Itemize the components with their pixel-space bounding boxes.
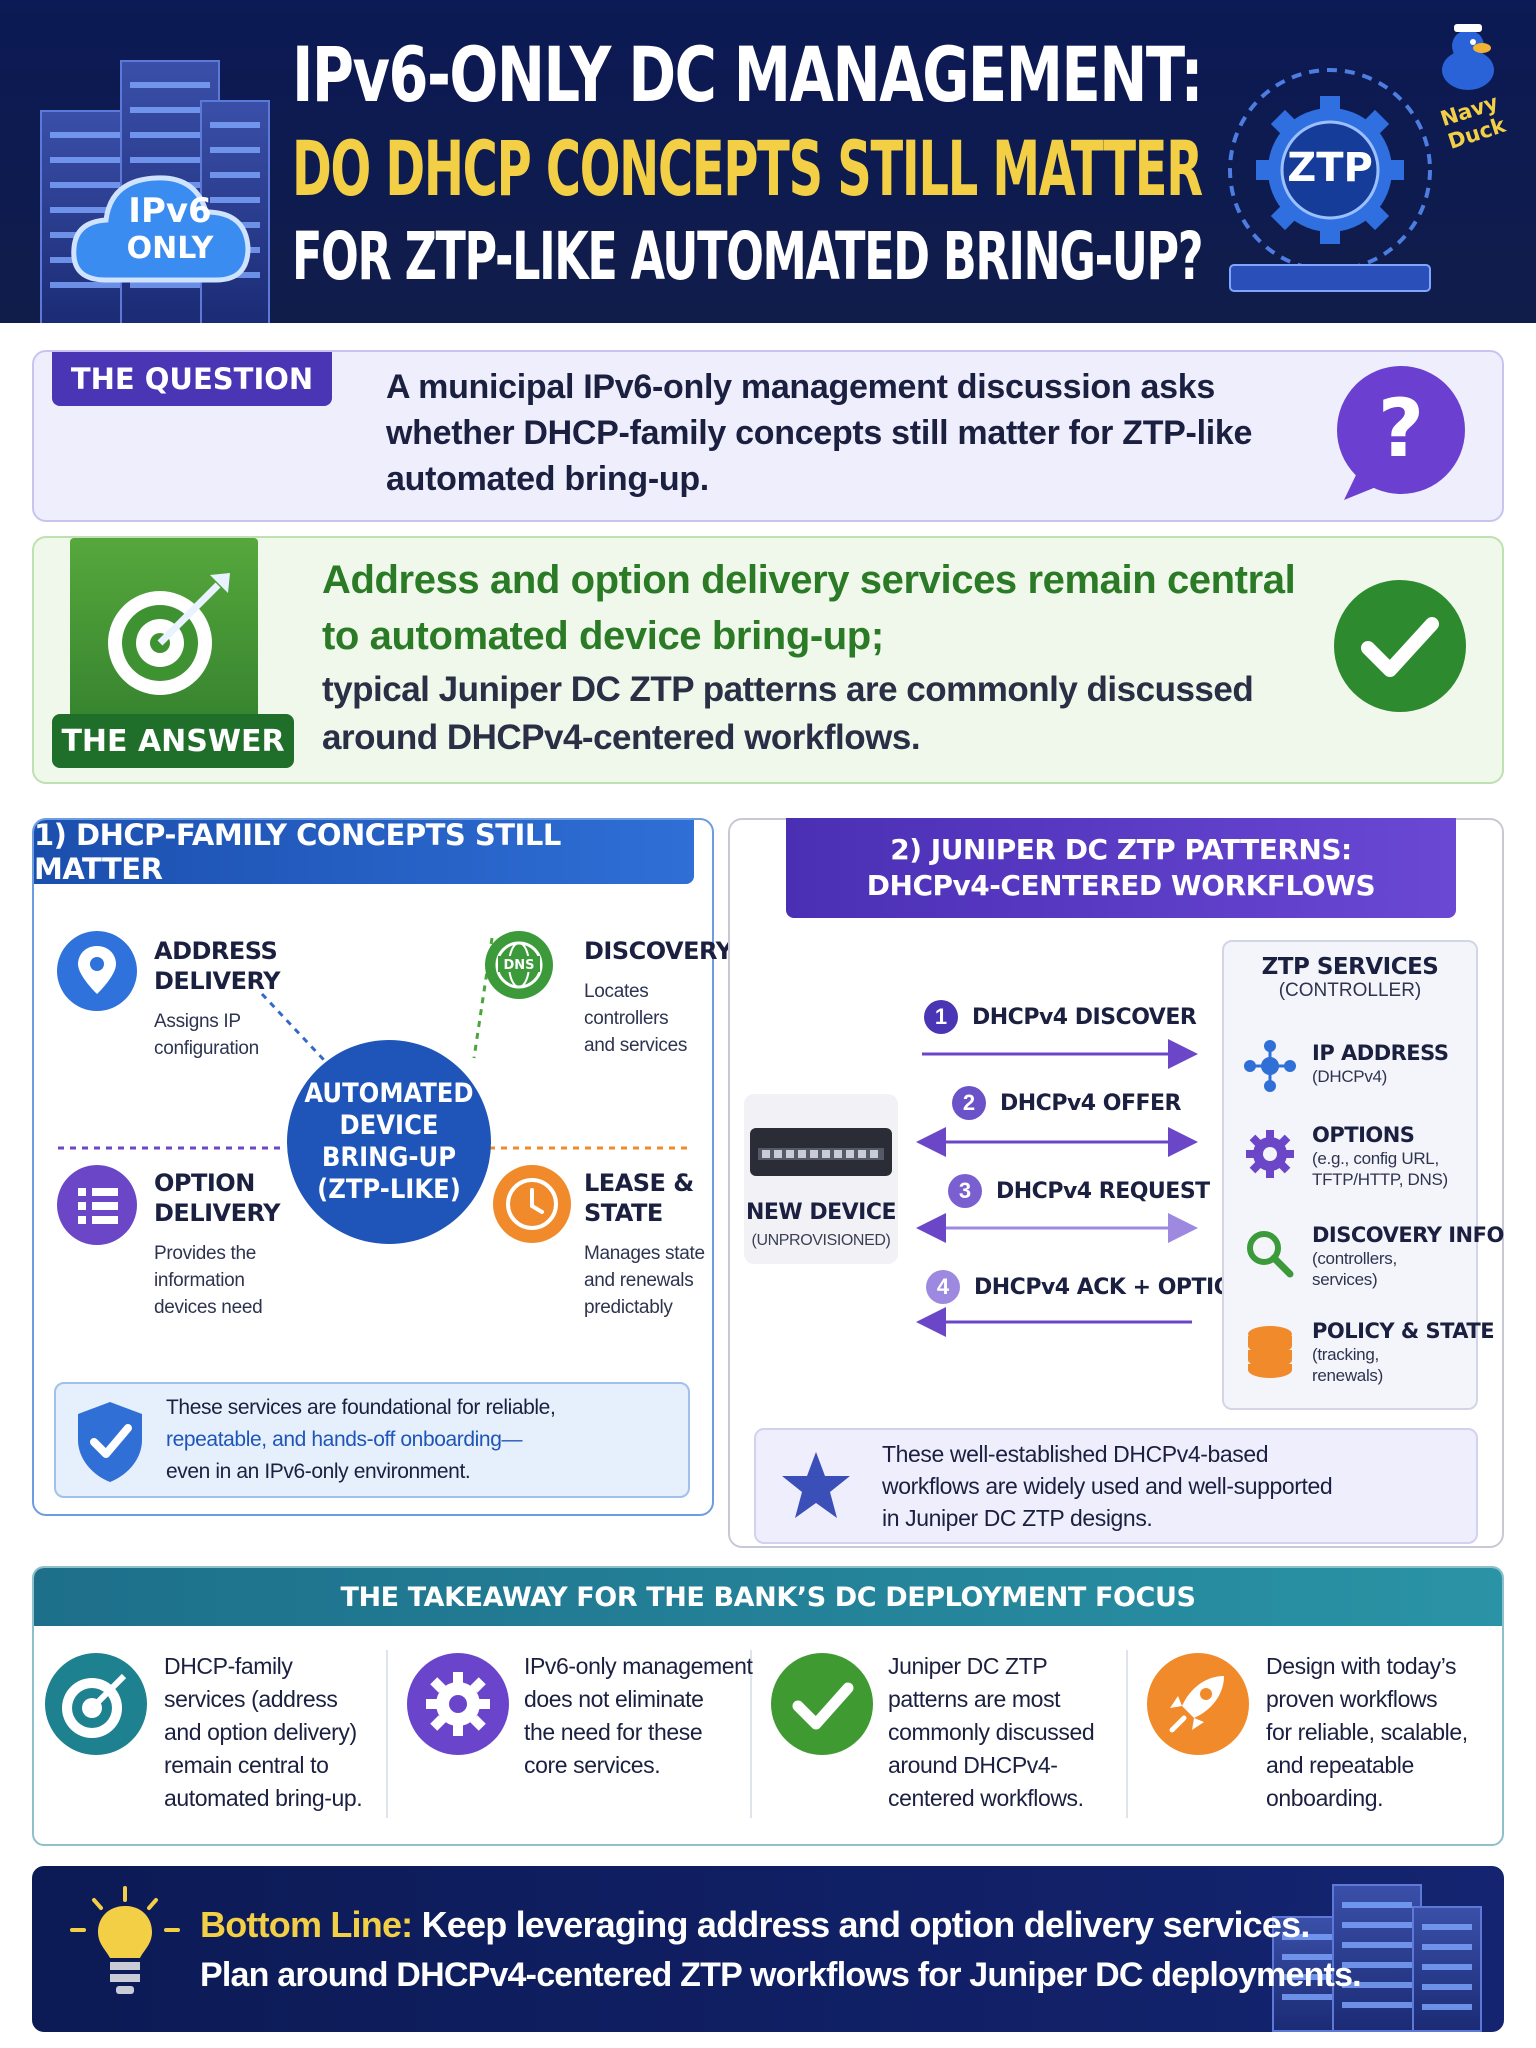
answer-primary: Address and option delivery services rem… xyxy=(322,558,1296,658)
service-options: OPTIONS (e.g., config URL, TFTP/HTTP, DN… xyxy=(1312,1123,1448,1189)
dns-globe-icon: DNS xyxy=(485,931,553,999)
question-bubble-icon: ? xyxy=(1337,366,1465,500)
divider xyxy=(750,1650,752,1818)
service-ip-address: IP ADDRESS (DHCPv4) xyxy=(1312,1041,1449,1086)
title-line-3: FOR ZTP-LIKE AUTOMATED BRING-UP? xyxy=(292,218,1204,295)
title-line-2: DO DHCP CONCEPTS STILL MATTER xyxy=(292,124,1203,213)
switch-device-icon xyxy=(750,1128,892,1176)
dhcp-flow-arrows xyxy=(916,1039,1198,1337)
question-tag: THE QUESTION xyxy=(52,352,332,406)
section1-connectors xyxy=(58,937,689,1150)
question-text: A municipal IPv6-only management discuss… xyxy=(386,368,1253,498)
divider xyxy=(386,1650,388,1818)
gear-icon xyxy=(1246,1130,1294,1178)
bottom-line-banner xyxy=(32,1866,1504,2032)
step-1: 1 DHCPv4 DISCOVER xyxy=(924,1000,1197,1034)
gear-icon xyxy=(407,1653,509,1755)
shield-check-icon xyxy=(78,1402,142,1482)
service-discovery-info: DISCOVERY INFO (controllers, services) xyxy=(1312,1223,1504,1289)
clock-icon xyxy=(493,1165,571,1243)
section2-title: 2) JUNIPER DC ZTP PATTERNS:DHCPv4-CENTER… xyxy=(786,818,1456,918)
list-icon xyxy=(57,1165,137,1245)
bottom-line-1: Bottom Line: Keep leveraging address and… xyxy=(200,1904,1310,1945)
discovery-title: DISCOVERY xyxy=(584,937,733,965)
network-hub-icon xyxy=(1244,1040,1296,1092)
title-line-1: IPv6-ONLY DC MANAGEMENT: xyxy=(292,30,1203,119)
star-icon xyxy=(782,1452,850,1518)
answer-secondary: typical Juniper DC ZTP patterns are comm… xyxy=(322,670,1254,757)
svg-text:?: ? xyxy=(1378,382,1424,475)
step-4: 4 DHCPv4 ACK + OPTIONS xyxy=(926,1270,1266,1304)
svg-text:DNS: DNS xyxy=(503,958,534,973)
ztp-gear-icon xyxy=(1228,68,1432,292)
device-sub: (UNPROVISIONED) xyxy=(751,1232,891,1249)
section1-note xyxy=(54,1382,690,1498)
bottom-line-2: Plan around DHCPv4-centered ZTP workflow… xyxy=(200,1956,1362,1994)
lease-state-title: LEASE &STATE xyxy=(584,1169,694,1227)
target-icon xyxy=(108,573,230,695)
answer-tag: THE ANSWER xyxy=(52,714,294,768)
location-pin-icon xyxy=(57,931,137,1011)
device-name: NEW DEVICE xyxy=(745,1200,897,1225)
section1-note-text: These services are foundational for reli… xyxy=(166,1396,556,1483)
section2-note xyxy=(754,1428,1478,1544)
database-icon xyxy=(1248,1326,1292,1378)
service-policy-state: POLICY & STATE (tracking, renewals) xyxy=(1312,1319,1495,1385)
lightbulb-icon xyxy=(70,1886,180,1994)
step-2: 2 DHCPv4 OFFER xyxy=(952,1086,1181,1120)
ztp-label: ZTP xyxy=(1287,145,1373,191)
divider xyxy=(1126,1650,1128,1818)
cloud-icon xyxy=(71,175,251,283)
new-device-card xyxy=(744,1094,898,1264)
check-icon xyxy=(1334,580,1466,712)
check-icon xyxy=(771,1653,873,1755)
takeaway-title: THE TAKEAWAY FOR THE BANK’S DC DEPLOYMEN… xyxy=(34,1568,1502,1626)
ztp-services-title: ZTP SERVICES (CONTROLLER) xyxy=(1261,954,1439,1001)
step-3: 3 DHCPv4 REQUEST xyxy=(948,1174,1210,1208)
section1-title: 1) DHCP-FAMILY CONCEPTS STILL MATTER xyxy=(34,818,694,886)
ipv6-only-badge: IPv6 ONLY xyxy=(126,191,214,266)
navy-duck-logo xyxy=(1442,24,1494,90)
target-icon xyxy=(45,1653,147,1755)
header-banner: IPv6 ONLY IPv6-ONLY DC MANAGEMENT: DO DH… xyxy=(0,0,1536,323)
magnifier-icon xyxy=(1247,1231,1294,1278)
rocket-icon xyxy=(1147,1653,1249,1755)
